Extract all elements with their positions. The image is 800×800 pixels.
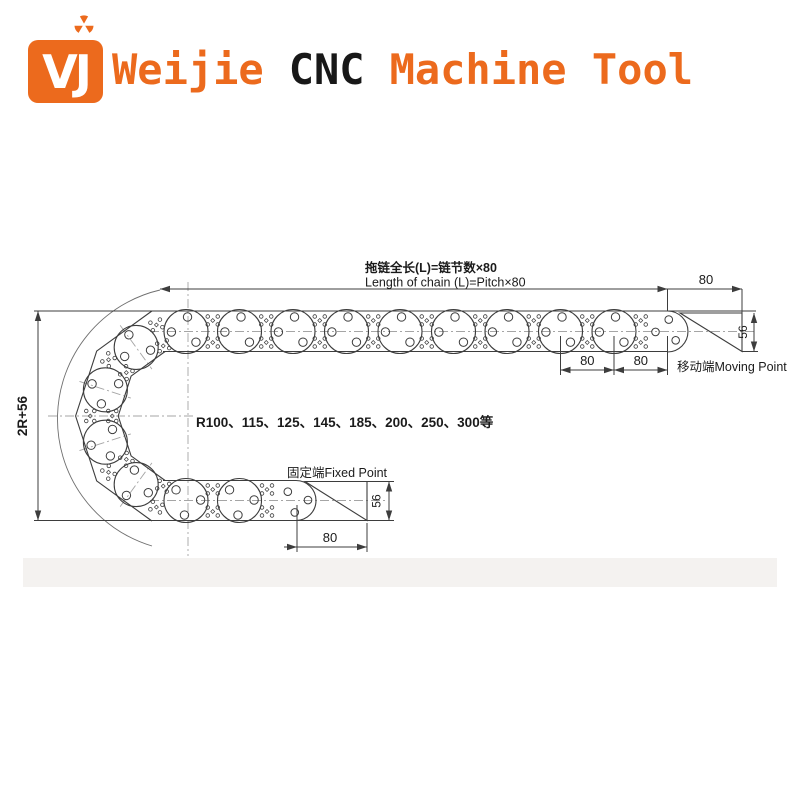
dim-pitch-a: 80 bbox=[580, 353, 594, 368]
brand-title-cnc: CNC bbox=[288, 45, 365, 94]
dimension-arrows bbox=[34, 285, 758, 551]
background-strip bbox=[23, 558, 777, 587]
moving-end-cap bbox=[667, 310, 689, 353]
fixed-end-cap bbox=[295, 479, 317, 522]
brand-title-weijie: Weijie bbox=[112, 45, 264, 94]
dim-pitch-top-right: 80 bbox=[699, 272, 713, 287]
moving-point-label: 移动端Moving Point bbox=[677, 360, 787, 374]
chain-length-formula-cn: 拖链全长(L)=链节数×80 bbox=[365, 260, 497, 275]
dimension-lines bbox=[37, 288, 758, 552]
dim-pitch-fixed: 80 bbox=[323, 530, 337, 545]
moving-bracket bbox=[678, 312, 743, 353]
dim-pitch-b: 80 bbox=[634, 353, 648, 368]
link-plate-dots bbox=[84, 314, 648, 518]
chain-links bbox=[82, 308, 680, 524]
fixed-point-label: 固定端Fixed Point bbox=[287, 465, 388, 480]
dim-bend-height: 2R+56 bbox=[15, 395, 30, 436]
brand-logo: VJ bbox=[28, 40, 103, 103]
bend-envelope-arc bbox=[57, 289, 161, 547]
fixed-bracket bbox=[303, 480, 368, 522]
trefoil-icon bbox=[74, 15, 94, 33]
bend-radius-note: R100、115、125、145、185、200、250、300等 bbox=[196, 414, 494, 430]
dim-height-fixed: 56 bbox=[370, 494, 384, 508]
brand-title-machine-tool: Machine Tool bbox=[389, 45, 694, 94]
chain-length-formula-en: Length of chain (L)=Pitch×80 bbox=[365, 276, 526, 290]
logo-text: VJ bbox=[42, 44, 92, 99]
dim-height-moving: 56 bbox=[736, 325, 750, 339]
